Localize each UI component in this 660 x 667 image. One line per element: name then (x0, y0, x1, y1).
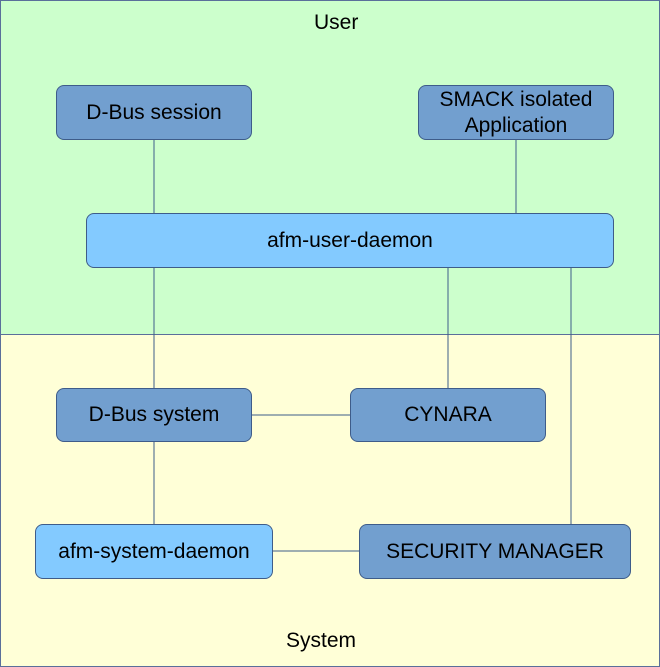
dbus-system-node: D-Bus system (56, 388, 252, 442)
smack-isolated-application-node: SMACK isolated Application (418, 85, 614, 140)
system-zone-label: System (286, 629, 357, 652)
cynara-node: CYNARA (350, 388, 546, 442)
afm-user-daemon-node: afm-user-daemon (86, 213, 614, 268)
security-manager-node: SECURITY MANAGER (359, 524, 631, 579)
dbus-session-node: D-Bus session (56, 85, 252, 140)
user-zone-label: User (314, 11, 359, 34)
user-zone: User (0, 0, 660, 335)
afm-system-daemon-node: afm-system-daemon (35, 524, 273, 579)
